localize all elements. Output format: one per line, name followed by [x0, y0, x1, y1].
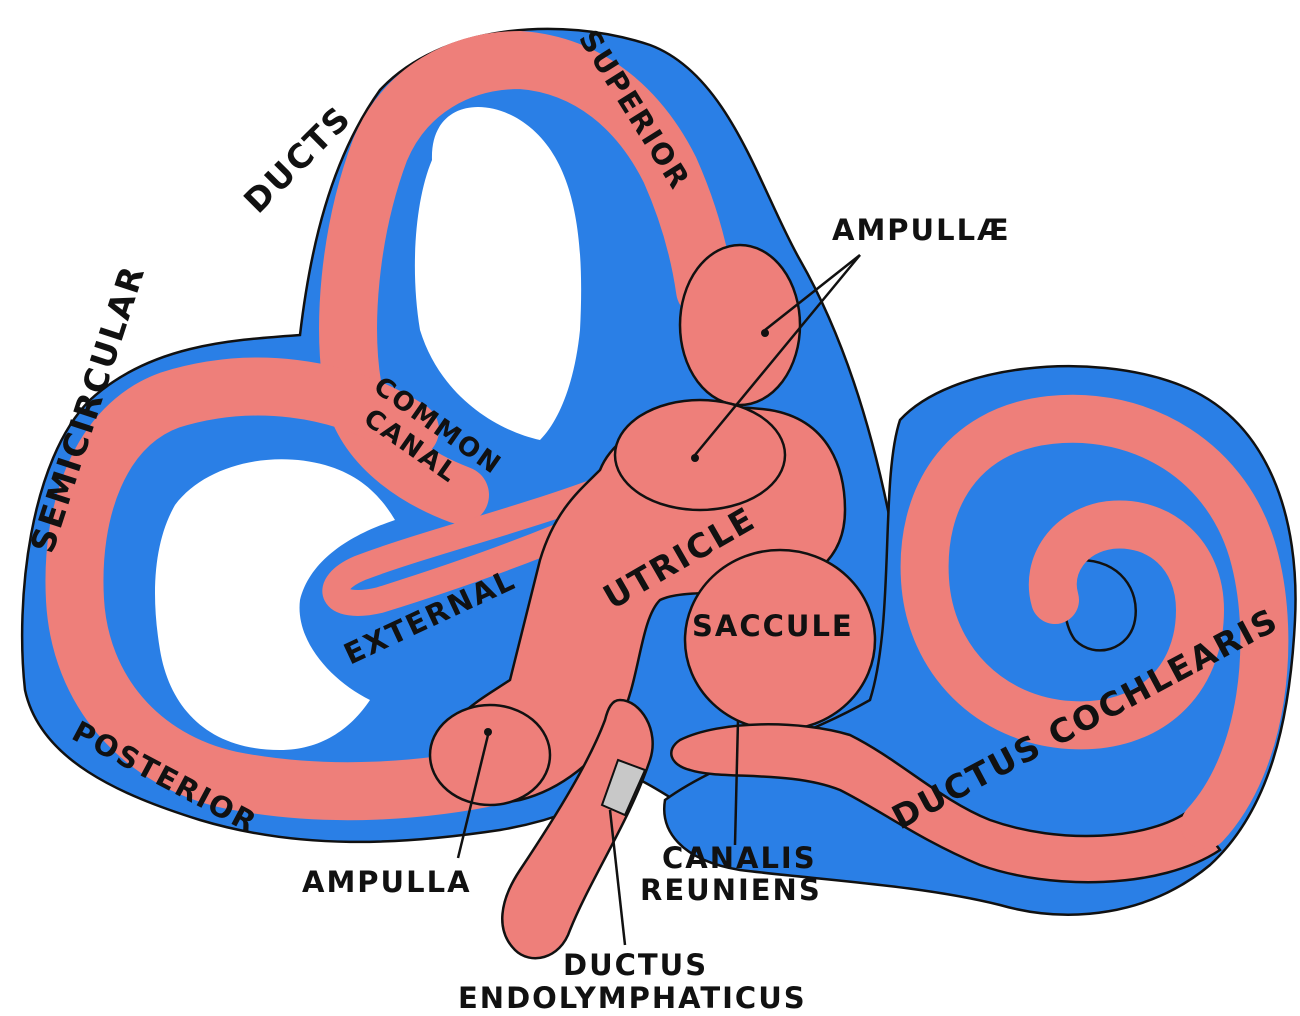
- ampulla-dot: [484, 728, 492, 736]
- ampullae-dot-superior: [761, 329, 769, 337]
- label-ampullae: AMPULLÆ: [832, 213, 1011, 247]
- label-reuniens: REUNIENS: [640, 873, 822, 907]
- label-saccule: SACCULE: [692, 609, 854, 643]
- utricle-ampulla: [615, 400, 785, 510]
- label-endolymphaticus: ENDOLYMPHATICUS: [458, 981, 807, 1015]
- label-canalis: CANALIS: [662, 841, 817, 875]
- label-ductus: DUCTUS: [563, 948, 708, 982]
- superior-ampulla: [680, 245, 800, 405]
- label-ampulla: AMPULLA: [302, 865, 472, 899]
- ampullae-dot-utricle: [691, 454, 699, 462]
- posterior-ampulla: [430, 705, 550, 805]
